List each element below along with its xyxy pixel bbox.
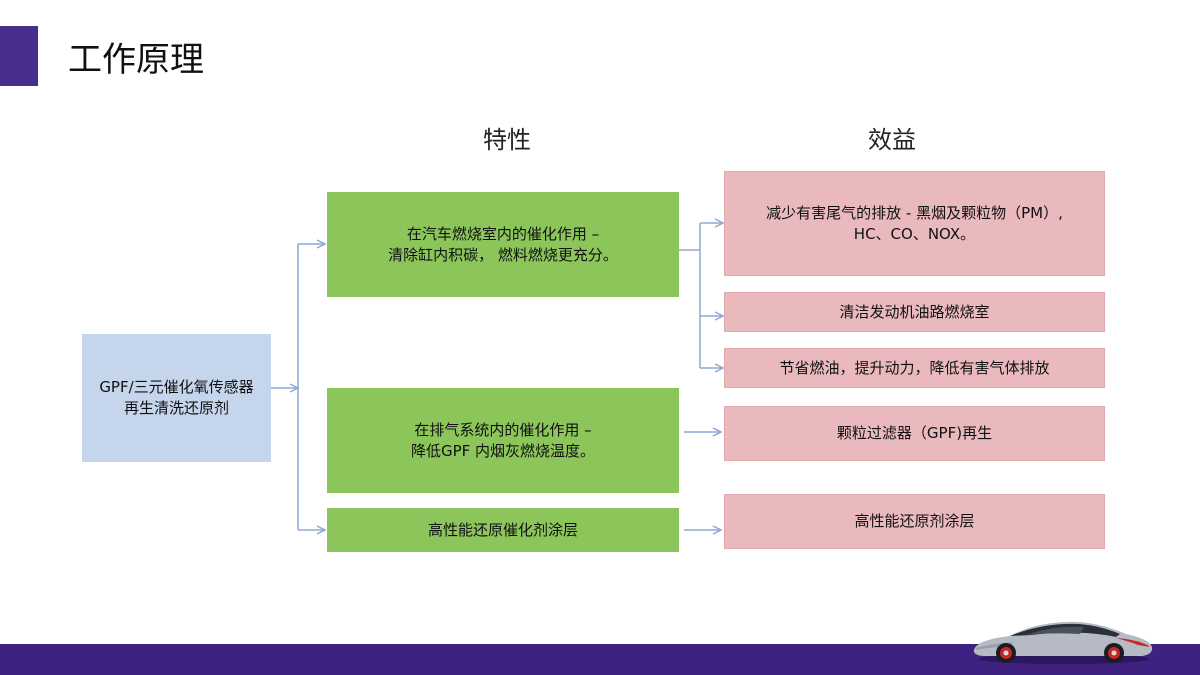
header-benefits: 效益 (868, 126, 916, 154)
source-box: GPF/三元催化氧传感器 再生清洗还原剂 (82, 334, 271, 462)
benefit-box-1: 减少有害尾气的排放 - 黑烟及颗粒物（PM）, HC、CO、NOX。 (724, 171, 1105, 276)
feature-3-line-1: 高性能还原催化剂涂层 (427, 520, 578, 539)
benefit-4-line-1: 颗粒过滤器（GPF)再生 (836, 424, 993, 442)
benefit-5-line-1: 高性能还原剂涂层 (854, 512, 975, 530)
source-line-2: 再生清洗还原剂 (123, 399, 229, 417)
benefit-1-line-1: 减少有害尾气的排放 - 黑烟及颗粒物（PM）, (766, 203, 1063, 222)
benefit-1-line-2: HC、CO、NOX。 (853, 224, 976, 243)
benefit-2-line-1: 清洁发动机油路燃烧室 (839, 302, 990, 321)
header-features: 特性 (483, 126, 531, 154)
page-title: 工作原理 (68, 40, 204, 80)
benefit-box-2: 清洁发动机油路燃烧室 (724, 292, 1105, 332)
feature-1-line-1: 在汽车燃烧室内的催化作用 – (406, 224, 600, 243)
feature-box-3: 高性能还原催化剂涂层 (327, 508, 679, 552)
feature-2-line-1: 在排气系统内的催化作用 – (414, 420, 592, 439)
sports-car-icon (973, 621, 1153, 664)
feature-box-2: 在排气系统内的催化作用 – 降低GPF 内烟灰燃烧温度。 (327, 388, 679, 493)
feature-box-1: 在汽车燃烧室内的催化作用 – 清除缸内积碳， 燃料燃烧更充分。 (327, 192, 679, 297)
feature-1-line-2: 清除缸内积碳， 燃料燃烧更充分。 (388, 245, 618, 264)
source-line-1: GPF/三元催化氧传感器 (99, 378, 254, 396)
benefit-3-line-1: 节省燃油，提升动力，降低有害气体排放 (779, 358, 1050, 377)
benefit-box-3: 节省燃油，提升动力，降低有害气体排放 (724, 348, 1105, 388)
title-accent-bar (0, 26, 38, 86)
benefit-box-4: 颗粒过滤器（GPF)再生 (724, 406, 1105, 461)
feature-2-line-2: 降低GPF 内烟灰燃烧温度。 (410, 441, 596, 460)
benefit-box-5: 高性能还原剂涂层 (724, 494, 1105, 549)
